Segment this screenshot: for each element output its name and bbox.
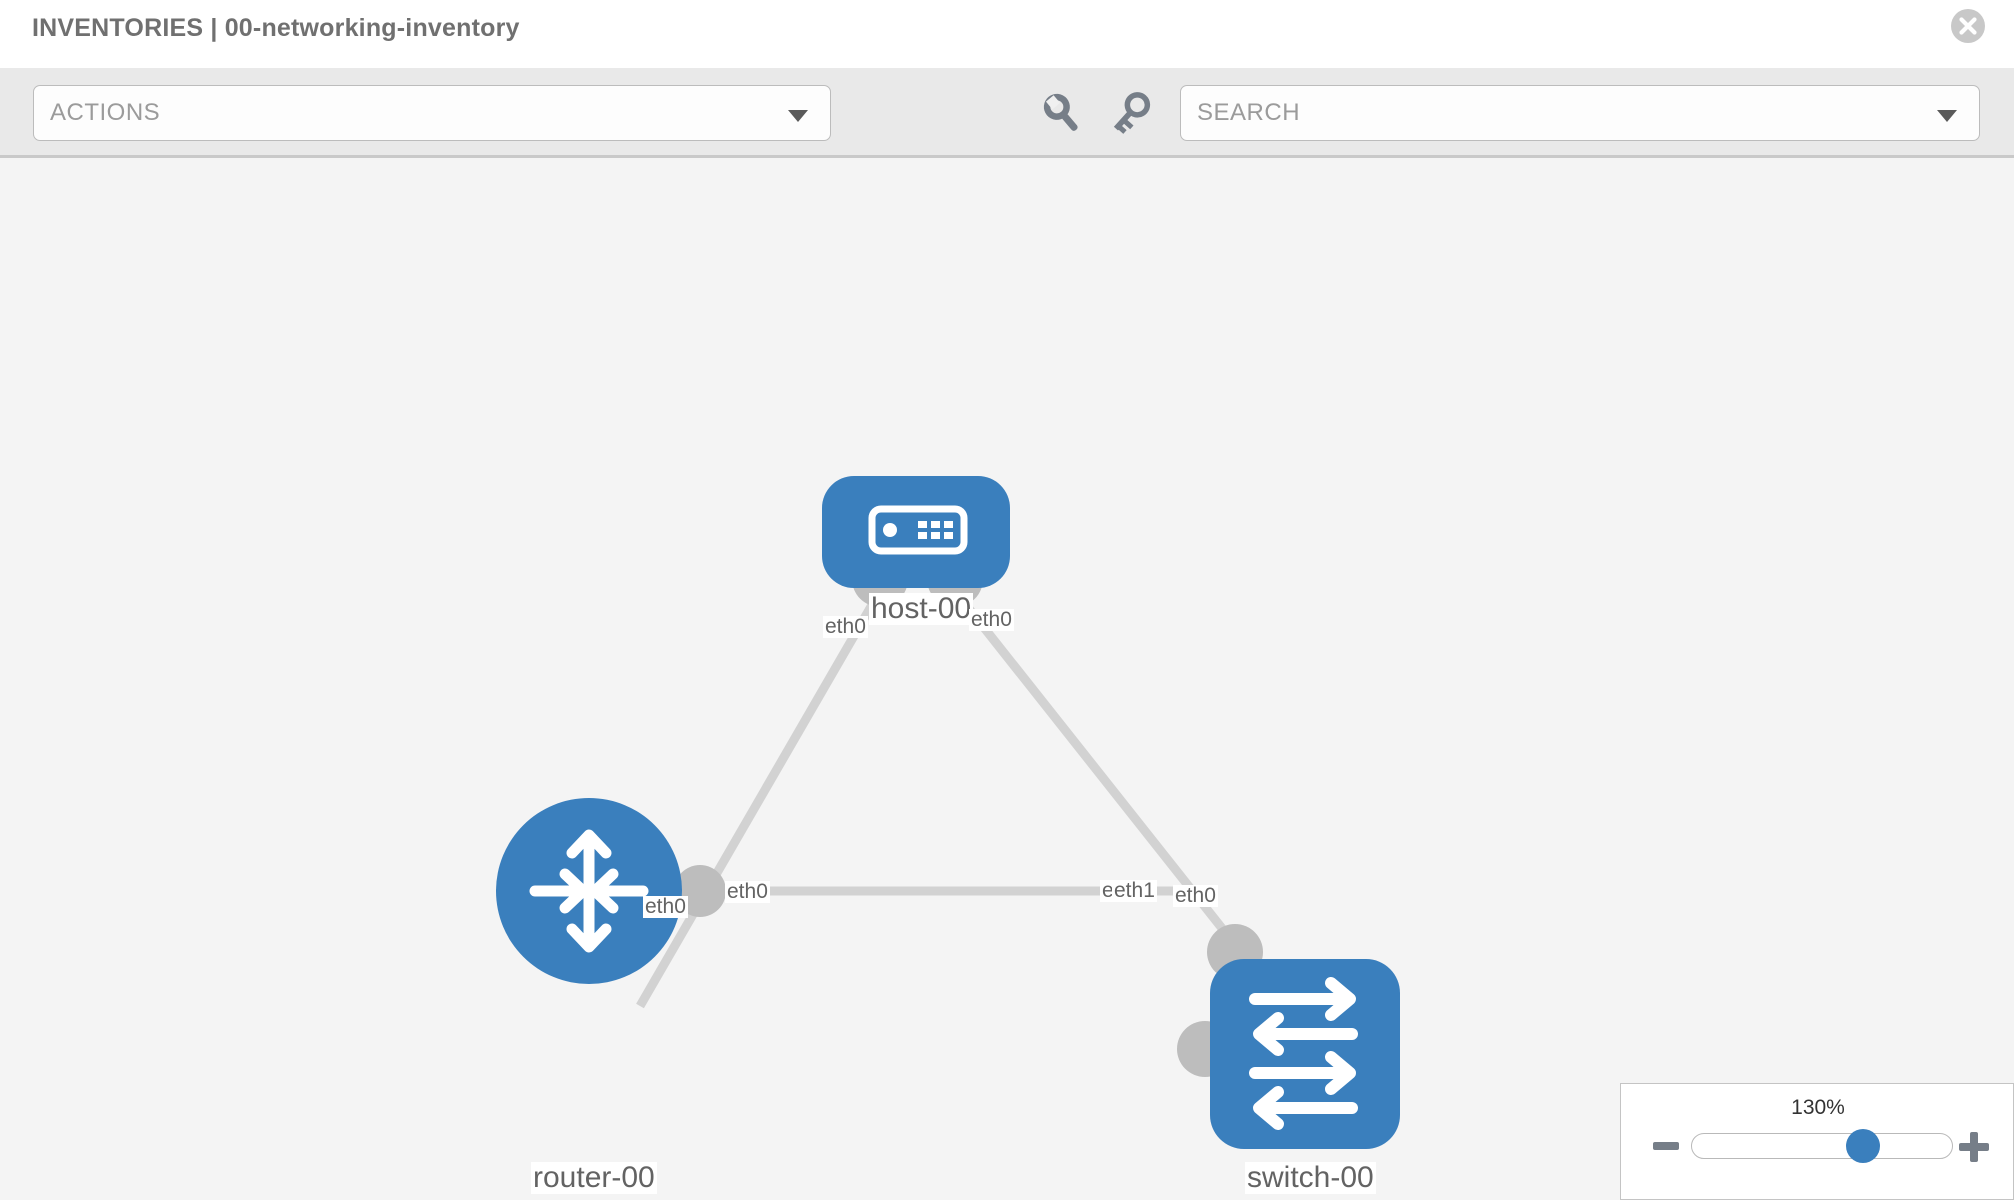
topology-canvas[interactable]: eth0 host-00 eth0 eth0 eth0 eth0 eth0 et… [0, 161, 2014, 1200]
topology-graph [496, 476, 1400, 1149]
zoom-slider-track[interactable] [1691, 1133, 1953, 1159]
chevron-down-icon [788, 110, 808, 122]
port-label-router-right: eth0 [725, 880, 770, 904]
plus-icon[interactable] [1959, 1132, 1989, 1162]
minus-icon[interactable] [1653, 1142, 1679, 1150]
node-label-router-00: router-00 [531, 1161, 657, 1194]
server-icon [868, 505, 968, 555]
zoom-control-panel: 130% [1620, 1083, 2014, 1200]
toolbar: ACTIONS SEARC [0, 68, 2014, 158]
close-circle-icon [1951, 9, 1985, 43]
port-label-router-up: eth0 [643, 895, 688, 919]
close-icon[interactable] [1950, 8, 1986, 44]
zoom-level-label: 130% [1791, 1096, 1845, 1119]
page-title: INVENTORIES | 00-networking-inventory [32, 14, 520, 42]
port-label-host-right: eth0 [969, 608, 1014, 632]
node-label-host-00: host-00 [869, 592, 974, 625]
zoom-slider-thumb[interactable] [1846, 1129, 1880, 1163]
actions-dropdown[interactable]: ACTIONS [33, 85, 831, 141]
search-input[interactable]: SEARCH [1180, 85, 1980, 141]
node-label-switch-00: switch-00 [1245, 1161, 1376, 1194]
port-label-switch-left-front: eth1 [1112, 879, 1157, 903]
actions-dropdown-label: ACTIONS [50, 99, 161, 126]
page-header: INVENTORIES | 00-networking-inventory [0, 0, 2014, 68]
switch-arrows-icon [1249, 977, 1358, 1130]
port-label-switch-up: eth0 [1173, 884, 1218, 908]
chevron-down-icon [1937, 110, 1957, 122]
node-router-00[interactable] [496, 798, 682, 984]
node-switch-00[interactable] [1210, 959, 1400, 1149]
node-host-00[interactable] [822, 476, 1010, 588]
port-label-host-left: eth0 [823, 615, 868, 639]
router-arrows-icon [529, 829, 649, 953]
link-router-host[interactable] [636, 588, 884, 1009]
key-icon[interactable] [1105, 88, 1155, 138]
wrench-icon[interactable] [1037, 88, 1087, 138]
search-placeholder: SEARCH [1197, 99, 1301, 126]
